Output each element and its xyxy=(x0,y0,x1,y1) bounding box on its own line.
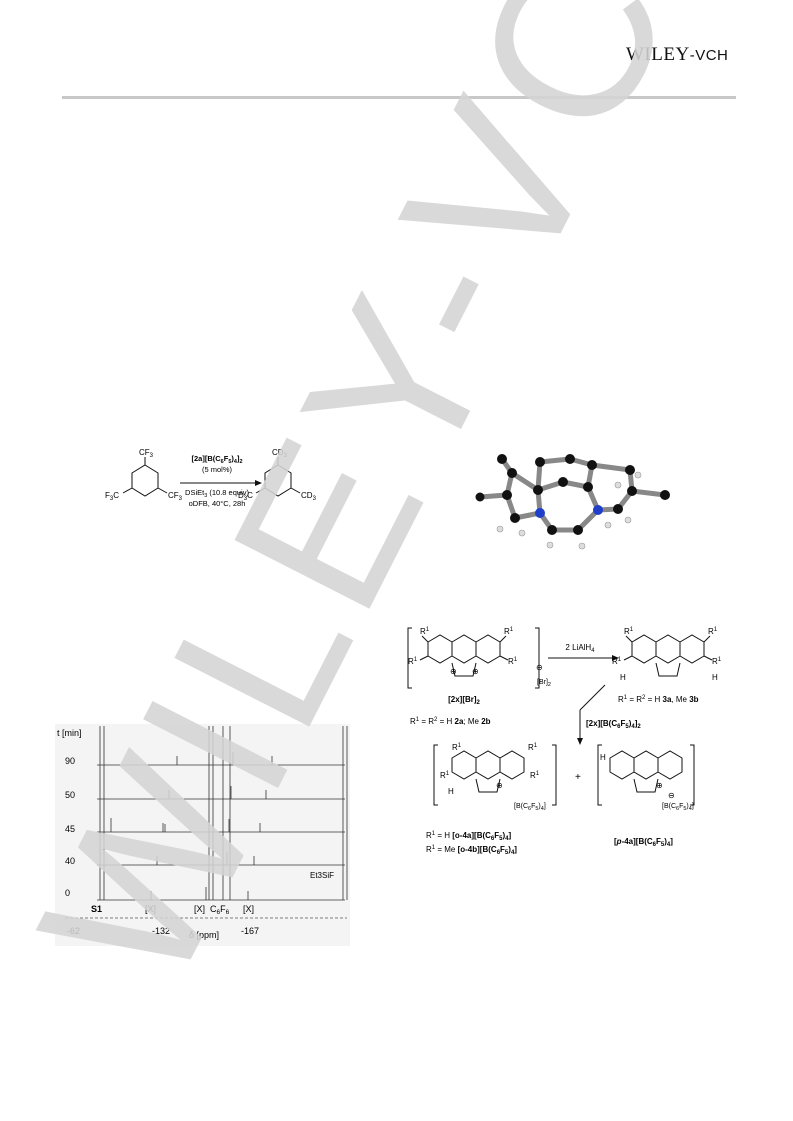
time-axis-label: t [min] xyxy=(57,728,82,738)
hydrogen-label: H xyxy=(600,753,606,762)
ortho-h-label: R1 = H [o-4a][B(C6F5)4] xyxy=(426,831,512,842)
product-cd3-top: CD3 xyxy=(272,448,288,459)
time-tick: 40 xyxy=(65,856,75,866)
phenanthrolinium-scheme: R1 R1 R1 R1 [Br]2 ⊖ ⊕ ⊕ [2x][Br]2 R1 = R… xyxy=(407,627,722,856)
dication-note: R1 = R2 = H 2a; Me 2b xyxy=(410,717,491,726)
anion-label: [B(C6F5)4] xyxy=(662,803,694,812)
condition-solvent: oDFB, 40°C, 28h xyxy=(189,499,246,508)
product-label: Et3SiF xyxy=(310,871,334,880)
ortho-me-label: R1 = Me [o-4b][B(C6F5)4] xyxy=(426,845,517,856)
crystal-structure xyxy=(475,454,670,550)
peak-label-c6f6: C6F6 xyxy=(210,904,230,916)
reagent-label: 2 LiAlH4 xyxy=(565,643,595,654)
condition-silane: DSiEt3 (10.8 equiv) xyxy=(185,488,249,499)
substituent-label: R1 xyxy=(508,657,518,666)
peak-label: [X] xyxy=(194,904,205,914)
substituent-label: R1 xyxy=(712,657,722,666)
substituent-label: R1 xyxy=(408,657,418,666)
header-rule xyxy=(62,96,736,99)
time-tick: 0 xyxy=(65,888,70,898)
anion-label: [B(C6F5)4] xyxy=(514,803,546,812)
peak-label-s1: S1 xyxy=(91,904,102,914)
product-cd3-right: CD3 xyxy=(301,491,317,502)
nitrogen-atom xyxy=(593,505,603,515)
nmr-stack: t [min] 90 50 45 40 0 xyxy=(57,726,356,940)
time-tick: 50 xyxy=(65,790,75,800)
hydrogen-label: H xyxy=(620,673,626,682)
reduced-label: R1 = R2 = H 3a, Me 3b xyxy=(618,695,699,704)
substituent-label: R1 xyxy=(452,743,462,752)
plus-sign: + xyxy=(575,772,581,783)
publisher-logo-text: WILEY xyxy=(626,44,690,65)
x-axis-label: δ [ppm] xyxy=(189,930,219,940)
dication-label: [2x][Br]2 xyxy=(448,695,480,706)
hydrogen-label: H xyxy=(712,673,718,682)
peak-label: [X] xyxy=(243,904,254,914)
counterion: [Br]2 xyxy=(537,679,551,688)
peak-label: [X] xyxy=(145,904,156,914)
time-tick: 45 xyxy=(65,824,75,834)
nmr-spectra-figure: t [min] 90 50 45 40 0 xyxy=(55,724,356,946)
substituent-label: R1 xyxy=(708,627,718,636)
condition-catalyst: [2a][B(C6F5)4]2 xyxy=(191,454,242,465)
hydrogen-label: H xyxy=(448,787,454,796)
para-label: [p-4a][B(C6F5)4] xyxy=(614,837,673,848)
charge-plus: ⊕ xyxy=(496,781,503,790)
substituent-label: R1 xyxy=(612,657,622,666)
substituent-label: R1 xyxy=(420,627,430,636)
publisher-logo: WILEY-VCH xyxy=(626,44,729,65)
catalyst-label: [2x][B(C6F5)4]2 xyxy=(586,719,641,730)
time-tick: 90 xyxy=(65,756,75,766)
charge-plus: ⊕ xyxy=(472,667,479,676)
reactant-cf3-top: CF3 xyxy=(139,448,154,459)
substituent-label: R1 xyxy=(624,627,634,636)
substituent-label: R1 xyxy=(530,771,540,780)
x-tick: -167 xyxy=(241,926,259,936)
charge-plus: ⊕ xyxy=(450,667,457,676)
condition-loading: (5 mol%) xyxy=(202,465,233,474)
substituent-label: R1 xyxy=(528,743,538,752)
substituent-label: R1 xyxy=(504,627,514,636)
reactant-cf3-left: F3C xyxy=(105,491,119,502)
x-tick: -62 xyxy=(67,926,80,936)
substituent-label: R1 xyxy=(440,771,450,780)
charge-minus: ⊖ xyxy=(668,791,675,800)
charge-minus: ⊖ xyxy=(536,663,543,672)
charge-plus: ⊕ xyxy=(656,781,663,790)
reduction-scheme: CF3 F3C CF3 CD3 D3C CD3 [2a][B(C6F5)4]2 … xyxy=(105,448,317,508)
reactant-cf3-right: CF3 xyxy=(168,491,183,502)
x-tick: -132 xyxy=(152,926,170,936)
nitrogen-atom xyxy=(535,508,545,518)
product-cd3-left: D3C xyxy=(238,491,253,502)
